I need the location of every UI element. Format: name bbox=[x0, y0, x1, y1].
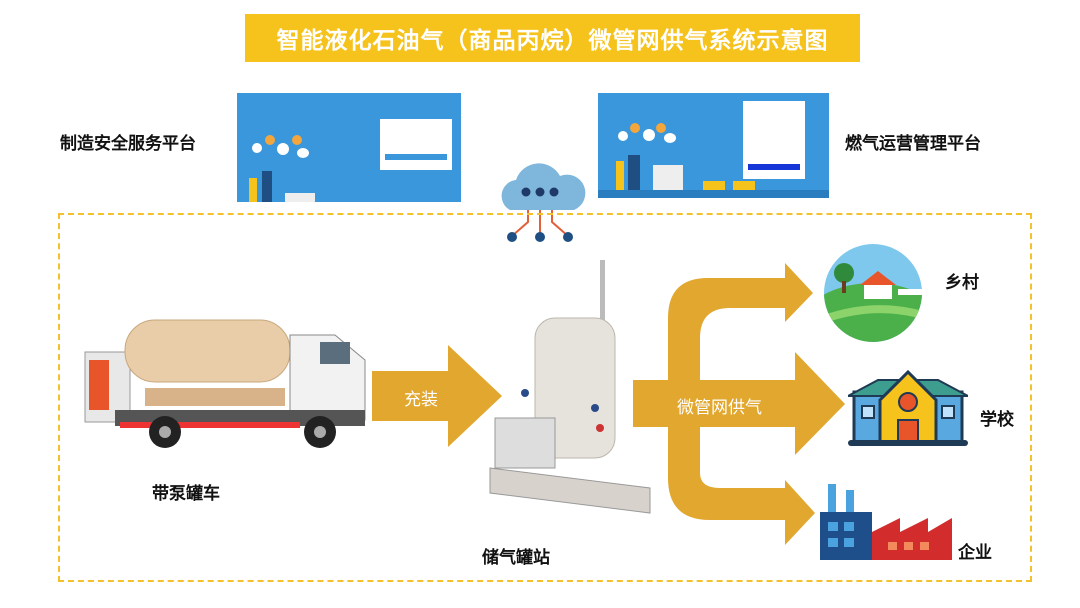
diagram-title: 智能液化石油气（商品丙烷）微管网供气系统示意图 bbox=[245, 14, 860, 62]
supply-arrow-label: 微管网供气 bbox=[677, 398, 762, 418]
fill-arrow bbox=[372, 345, 502, 447]
pump-tanker-truck-image bbox=[84, 319, 366, 448]
truck-label: 带泵罐车 bbox=[152, 484, 220, 504]
gas-operation-platform-screenshot bbox=[598, 93, 829, 198]
village-icon bbox=[824, 244, 922, 342]
manufacturing-platform-screenshot bbox=[237, 93, 461, 202]
destination-enterprise-label: 企业 bbox=[958, 543, 992, 563]
destination-school-label: 学校 bbox=[980, 410, 1014, 430]
micro-pipeline-supply-arrow bbox=[633, 263, 845, 545]
cloud-network-icon bbox=[501, 163, 586, 242]
storage-station-label: 储气罐站 bbox=[482, 548, 550, 568]
school-icon bbox=[848, 370, 968, 446]
gas-storage-tank-station-image bbox=[489, 260, 651, 514]
gas-operation-platform-label: 燃气运营管理平台 bbox=[845, 134, 981, 154]
system-boundary bbox=[58, 213, 1032, 582]
destination-village-label: 乡村 bbox=[945, 273, 979, 293]
login-panel bbox=[380, 119, 452, 170]
fill-arrow-label: 充装 bbox=[404, 390, 438, 410]
login-panel bbox=[743, 101, 805, 179]
manufacturing-safety-platform-label: 制造安全服务平台 bbox=[60, 134, 196, 154]
factory-icon bbox=[820, 484, 952, 560]
